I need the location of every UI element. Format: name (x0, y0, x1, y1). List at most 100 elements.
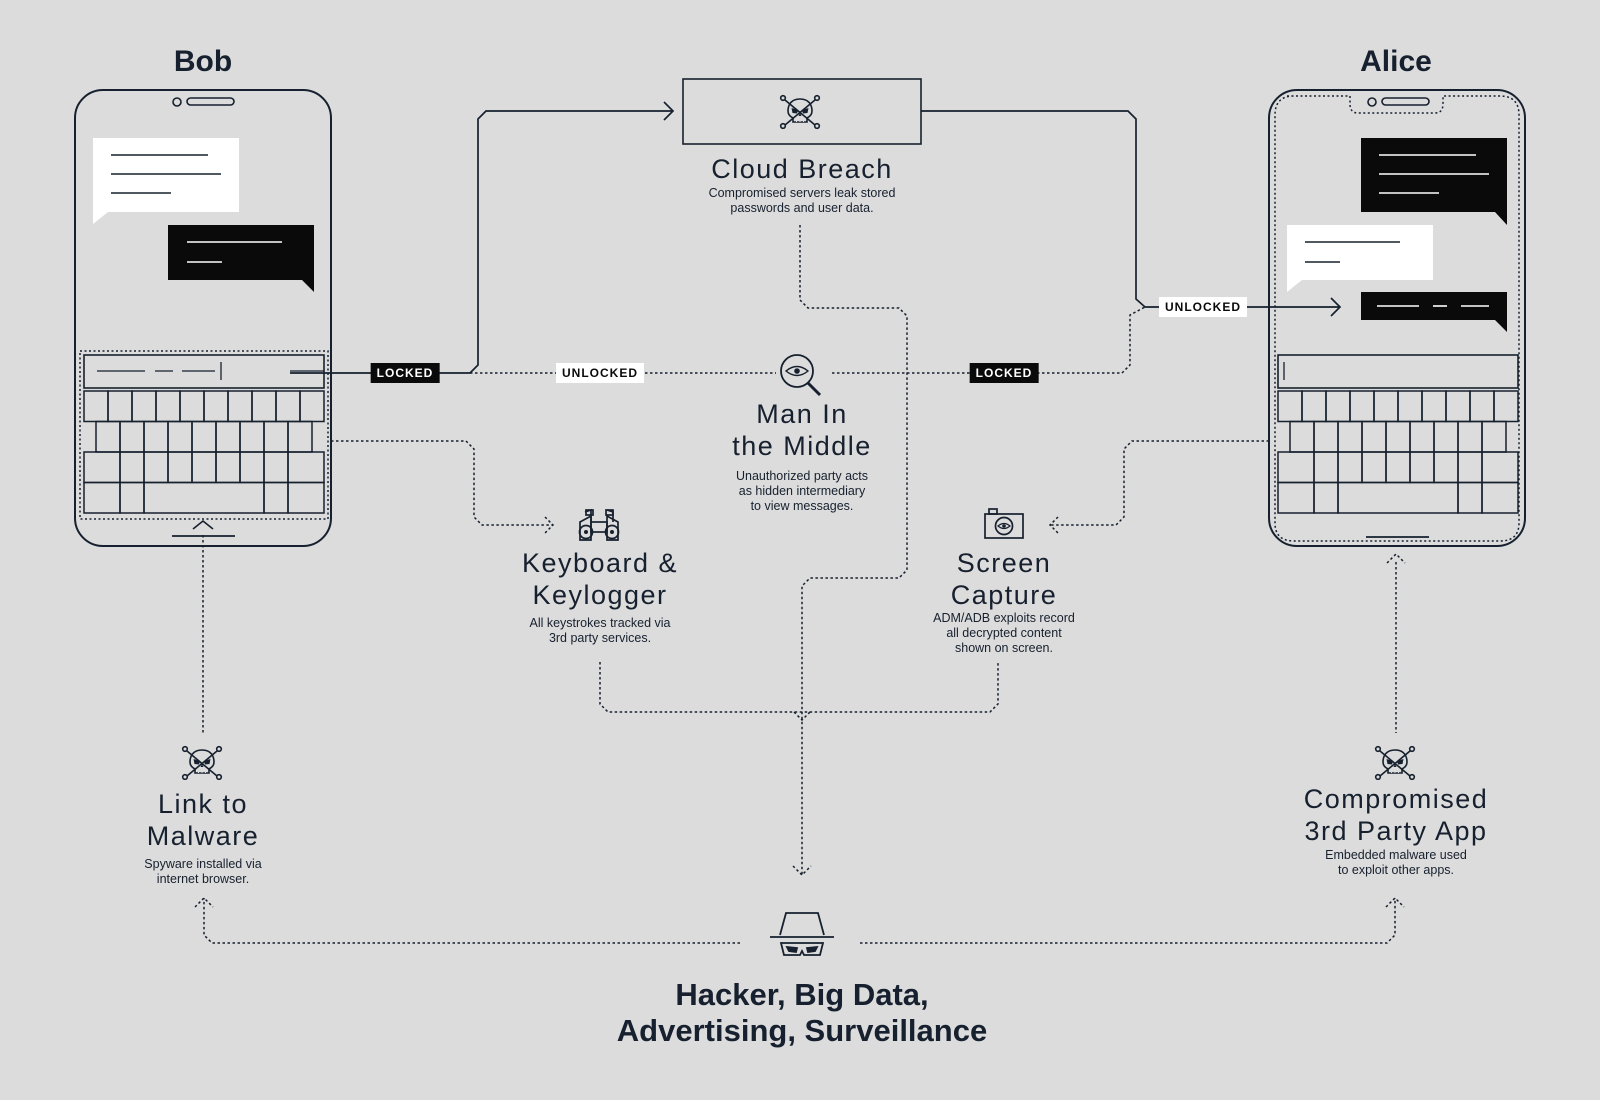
keyboard-key (143, 420, 169, 453)
person-alice-label: Alice (1360, 45, 1432, 78)
keyboard-key (1409, 451, 1435, 484)
keyboard-key (1457, 420, 1483, 453)
alice-phone (1268, 89, 1526, 547)
solid-connectors (290, 101, 1342, 374)
skull-crossbones-icon (181, 745, 223, 780)
keyboard-key (287, 451, 325, 484)
keyboard-key (179, 390, 205, 423)
keyboard-key (1337, 420, 1363, 453)
keyboard-key (1433, 451, 1459, 484)
keyboard-key (119, 481, 145, 514)
status-badge-mitm-unlocked: UNLOCKED (556, 363, 644, 383)
keyboard-key (251, 390, 277, 423)
keyboard-key (1313, 420, 1339, 453)
keyboard-key (1337, 481, 1459, 514)
keyboard-key (239, 420, 265, 453)
keyboard-key (1421, 390, 1447, 423)
keyboard-key (1481, 481, 1519, 514)
dashed-connectors (194, 225, 1406, 944)
keyboard-key (287, 481, 325, 514)
keyboard-key (1397, 390, 1423, 423)
keyboard-key (1277, 481, 1315, 514)
keyboard-key (1457, 481, 1483, 514)
keyboard-key (1445, 390, 1471, 423)
keyboard-key (143, 451, 169, 484)
keyboard-key (1325, 390, 1351, 423)
keyboard-key (191, 451, 217, 484)
alice-message-incoming (1361, 292, 1507, 332)
keyboard-key (239, 451, 265, 484)
keyboard-key (1385, 451, 1411, 484)
status-badge-alice-locked: LOCKED (969, 363, 1039, 383)
skull-crossbones-icon (779, 94, 821, 129)
keyboard-key (1313, 481, 1339, 514)
bob-input-field (79, 350, 329, 520)
keyboard-key (167, 420, 193, 453)
keyboard-key (1373, 390, 1399, 423)
bob-message-sent (168, 225, 314, 292)
bob-keyboard (83, 390, 325, 514)
person-bob-label: Bob (173, 45, 233, 78)
keyboard-key (1277, 451, 1315, 484)
threat-actors-title: Hacker, Big Data,Advertising, Surveillan… (616, 977, 988, 1048)
keyboard-key (1469, 390, 1495, 423)
keyboard-key (191, 420, 217, 453)
keyboard-key (1313, 451, 1339, 484)
keyboard-key (227, 390, 253, 423)
keyboard-key (299, 390, 325, 423)
keyboard-key (1433, 420, 1459, 453)
magnifier-eye-icon (780, 354, 822, 397)
binoculars-icon (578, 508, 620, 541)
keyboard-key (215, 420, 241, 453)
keyboard-key (1337, 451, 1363, 484)
keyboard-key (1457, 451, 1483, 484)
keyboard-key (143, 481, 265, 514)
cloud-breach-title: Cloud Breach (711, 154, 893, 184)
keyboard-key (95, 420, 121, 453)
keyboard-key (1481, 420, 1507, 453)
keyboard-key (263, 481, 289, 514)
keyboard-key (119, 451, 145, 484)
keyboard-key (1409, 420, 1435, 453)
keyboard-key (1301, 390, 1327, 423)
keyboard-key (1277, 390, 1303, 423)
keyboard-key (1493, 390, 1519, 423)
keyboard-key (167, 451, 193, 484)
keyboard-key (1481, 451, 1519, 484)
status-badge-cloud-unlocked: UNLOCKED (1159, 297, 1247, 317)
keyboard-key (83, 481, 121, 514)
keyboard-key (287, 420, 313, 453)
spy-hat-mask-icon (770, 912, 834, 956)
keyboard-key (203, 390, 229, 423)
keyboard-key (83, 390, 109, 423)
keyboard-key (119, 420, 145, 453)
alice-input-field (1277, 354, 1519, 389)
camera-icon (984, 508, 1024, 539)
keyboard-key (215, 451, 241, 484)
keyboard-key (155, 390, 181, 423)
keyboard-key (131, 390, 157, 423)
keyboard-key (83, 451, 121, 484)
keyboard-key (107, 390, 133, 423)
bob-message-received (93, 138, 239, 224)
keyboard-key (1349, 390, 1375, 423)
keyboard-key (1385, 420, 1411, 453)
keyboard-key (1361, 451, 1387, 484)
keyboard-key (1289, 420, 1315, 453)
keylogger-title: Keyboard &Keylogger (521, 548, 679, 610)
keyboard-key (263, 420, 289, 453)
skull-crossbones-icon (1374, 745, 1416, 780)
keyboard-key (263, 451, 289, 484)
alice-message-sent (1287, 225, 1433, 292)
